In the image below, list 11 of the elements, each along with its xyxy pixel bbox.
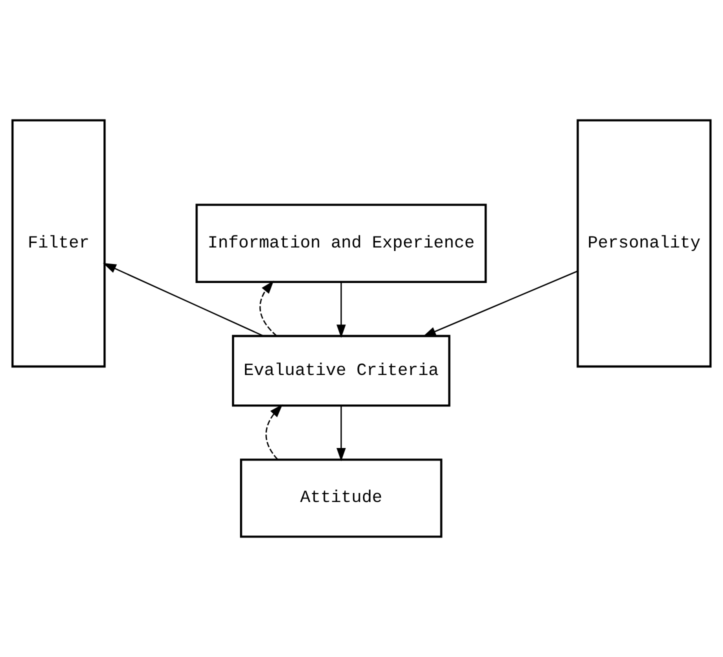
node-box: Information and Experience xyxy=(196,204,487,283)
arrow xyxy=(102,263,264,337)
node-box: Attitude xyxy=(240,458,442,538)
node-box: Evaluative Criteria xyxy=(232,334,450,407)
arrow xyxy=(266,404,283,460)
node-box: Personality xyxy=(576,119,712,368)
node-box: Filter xyxy=(11,119,106,368)
arrow xyxy=(422,270,578,337)
arrow xyxy=(336,282,346,338)
arrow xyxy=(259,280,278,336)
arrow xyxy=(336,406,346,462)
